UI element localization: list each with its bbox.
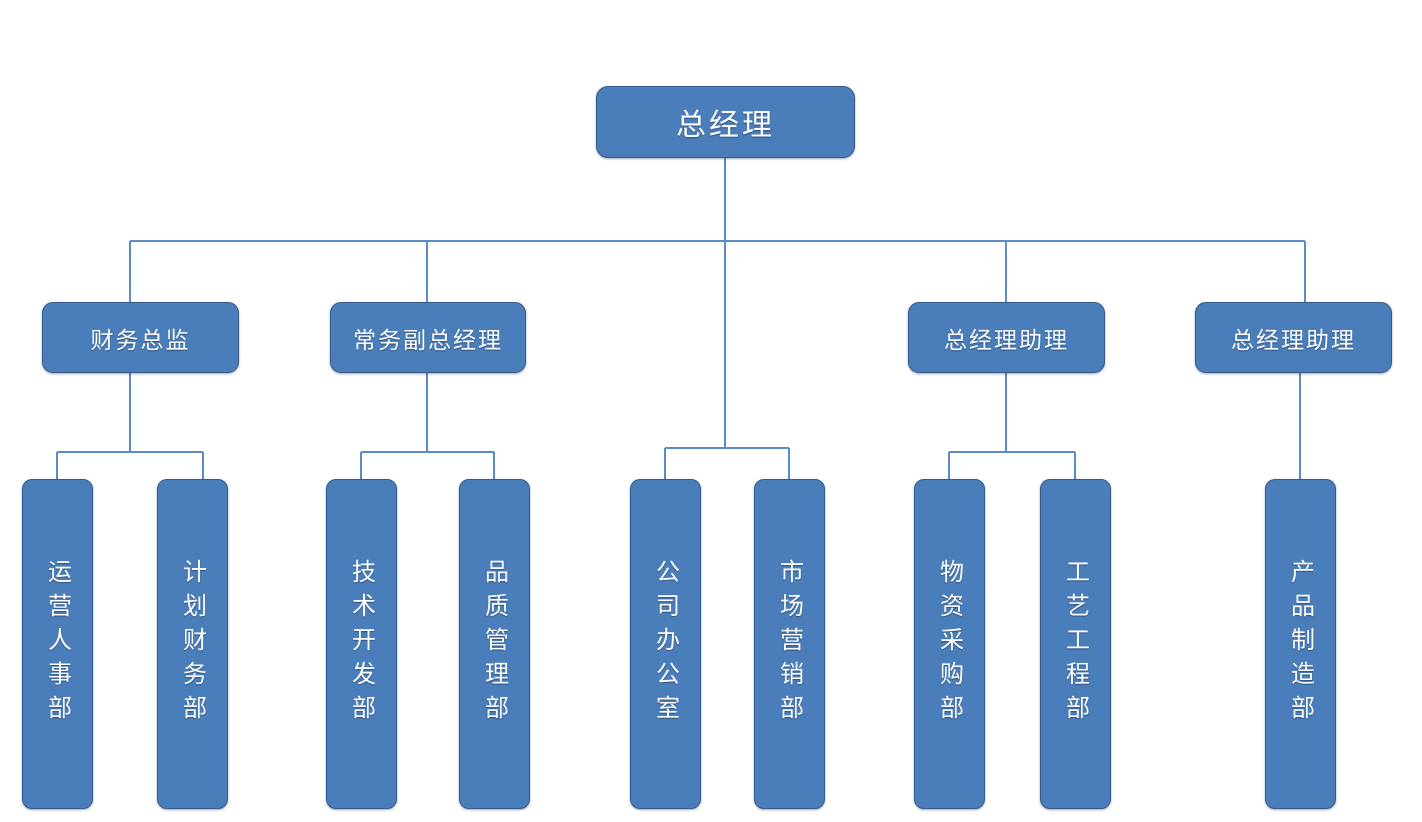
node-company-office[interactable]: 公司办公室 bbox=[630, 479, 701, 809]
node-materials-procurement-dept[interactable]: 物资采购部 bbox=[914, 479, 985, 809]
node-label: 计划财务部 bbox=[178, 559, 207, 729]
node-marketing-dept[interactable]: 市场营销部 bbox=[754, 479, 825, 809]
node-label: 市场营销部 bbox=[775, 559, 804, 729]
node-label: 物资采购部 bbox=[935, 559, 964, 729]
node-label: 公司办公室 bbox=[651, 559, 680, 729]
node-label: 品质管理部 bbox=[480, 559, 509, 729]
node-label: 财务总监 bbox=[90, 327, 191, 354]
node-label: 产品制造部 bbox=[1286, 559, 1315, 729]
node-label: 技术开发部 bbox=[347, 559, 376, 729]
node-process-engineering-dept[interactable]: 工艺工程部 bbox=[1040, 479, 1111, 809]
node-operations-hr-dept[interactable]: 运营人事部 bbox=[22, 479, 93, 809]
node-label: 总经理助理 bbox=[1231, 327, 1356, 354]
node-gm-assistant-1[interactable]: 总经理助理 bbox=[908, 302, 1105, 373]
node-quality-management-dept[interactable]: 品质管理部 bbox=[459, 479, 530, 809]
node-label: 运营人事部 bbox=[43, 559, 72, 729]
node-label: 总经理助理 bbox=[944, 327, 1069, 354]
node-gm-assistant-2[interactable]: 总经理助理 bbox=[1195, 302, 1392, 373]
node-technology-development-dept[interactable]: 技术开发部 bbox=[326, 479, 397, 809]
node-general-manager[interactable]: 总经理 bbox=[596, 86, 855, 158]
node-label: 总经理 bbox=[676, 108, 775, 143]
node-product-manufacturing-dept[interactable]: 产品制造部 bbox=[1265, 479, 1336, 809]
node-planning-finance-dept[interactable]: 计划财务部 bbox=[157, 479, 228, 809]
node-label: 常务副总经理 bbox=[353, 327, 503, 354]
node-finance-director[interactable]: 财务总监 bbox=[42, 302, 239, 373]
node-executive-vice-gm[interactable]: 常务副总经理 bbox=[330, 302, 526, 373]
node-label: 工艺工程部 bbox=[1061, 559, 1090, 729]
